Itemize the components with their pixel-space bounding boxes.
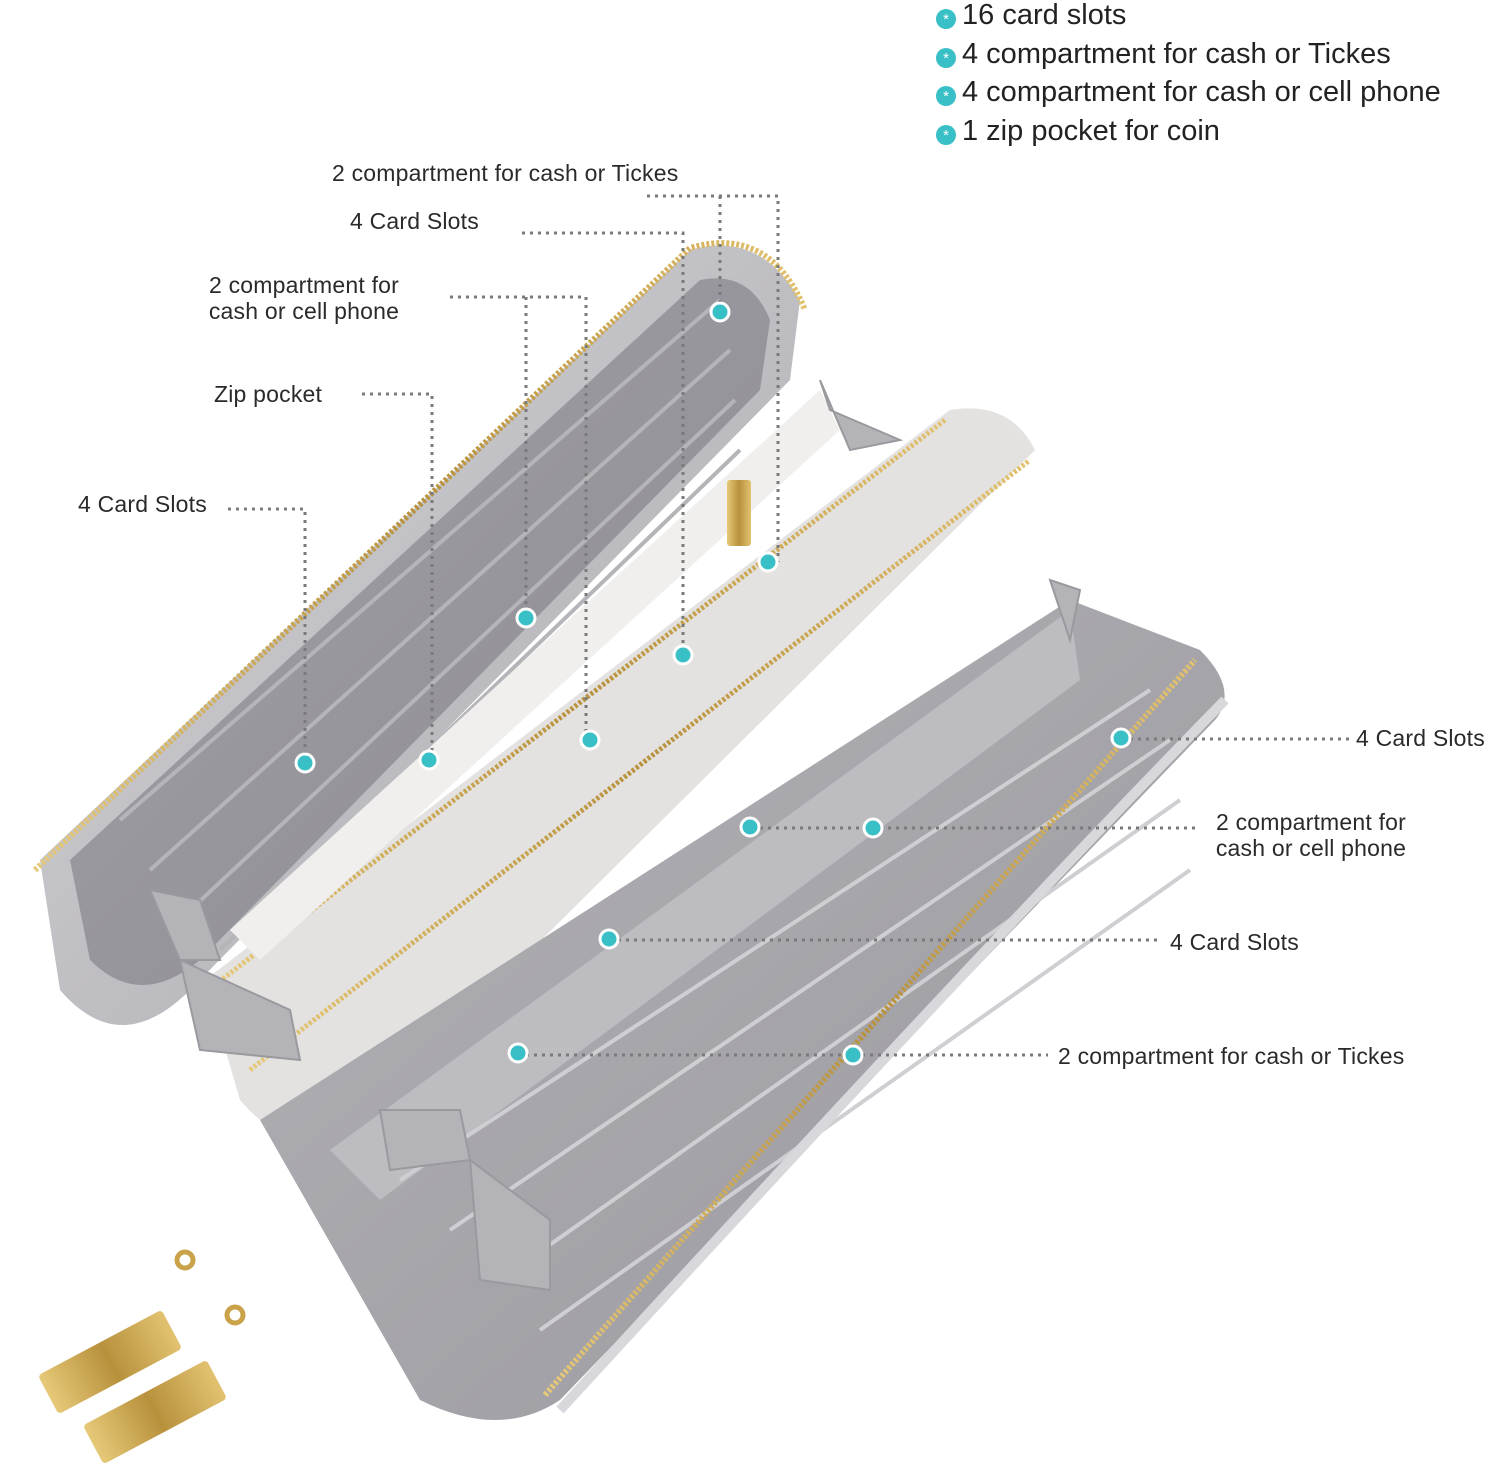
asterisk-dot-icon: *	[936, 47, 956, 68]
callout-top-cash-tickets: 2 compartment for cash or Tickes	[332, 160, 679, 186]
marker-dot-icon	[515, 607, 537, 629]
callout-line: 2 compartment for	[208, 272, 400, 298]
marker-dot-icon	[598, 928, 620, 950]
marker-dot-icon	[1110, 727, 1132, 749]
callout-left-card-slots: 4 Card Slots	[78, 491, 207, 517]
callout-leader-lines	[228, 194, 1350, 1057]
marker-dot-icon	[842, 1044, 864, 1066]
marker-dot-icon	[739, 816, 761, 838]
callout-right-cash-tickets: 2 compartment for cash or Tickes	[1058, 1043, 1405, 1069]
marker-dot-icon	[418, 749, 440, 771]
marker-dot-icon	[294, 752, 316, 774]
callout-markers	[294, 301, 1132, 1066]
callout-left-cash-phone: 2 compartment for cash or cell phone	[194, 272, 414, 324]
callout-right-cash-phone: 2 compartment for cash or cell phone	[1198, 809, 1424, 861]
feature-item: * 16 card slots	[936, 0, 1441, 39]
marker-dot-icon	[507, 1042, 529, 1064]
feature-text: 16 card slots	[962, 0, 1127, 31]
callout-top-card-slots: 4 Card Slots	[350, 208, 479, 234]
marker-dot-icon	[672, 644, 694, 666]
feature-text: 1 zip pocket for coin	[962, 114, 1220, 147]
zip-pocket-pull	[727, 480, 751, 546]
callout-right-card-slots-top: 4 Card Slots	[1356, 725, 1485, 751]
asterisk-dot-icon: *	[936, 9, 956, 29]
marker-dot-icon	[862, 817, 884, 839]
callout-zip-pocket: Zip pocket	[214, 381, 323, 407]
callout-line: 2 compartment for	[1215, 809, 1407, 835]
feature-item: * 4 compartment for cash or Tickes	[936, 39, 1441, 78]
feature-list: * 16 card slots * 4 compartment for cash…	[936, 0, 1441, 154]
callout-line: cash or cell phone	[208, 298, 400, 324]
feature-item: * 1 zip pocket for coin	[936, 116, 1441, 155]
callout-right-card-slots-mid: 4 Card Slots	[1170, 929, 1299, 955]
zipper-pull-1	[39, 1249, 196, 1413]
accordion-gussets	[148, 379, 1082, 1292]
feature-text: 4 compartment for cash or cell phone	[962, 76, 1441, 108]
middle-zip-divider	[205, 390, 1035, 1141]
callout-line: cash or cell phone	[1215, 835, 1407, 861]
zipper-pull-2	[84, 1304, 246, 1463]
asterisk-dot-icon: *	[936, 124, 956, 145]
marker-dot-icon	[757, 551, 779, 573]
marker-dot-icon	[579, 729, 601, 751]
marker-dot-icon	[709, 301, 731, 323]
feature-text: 4 compartment for cash or Tickes	[962, 37, 1391, 70]
feature-item: * 4 compartment for cash or cell phone	[936, 77, 1441, 116]
asterisk-dot-icon: *	[936, 86, 956, 106]
